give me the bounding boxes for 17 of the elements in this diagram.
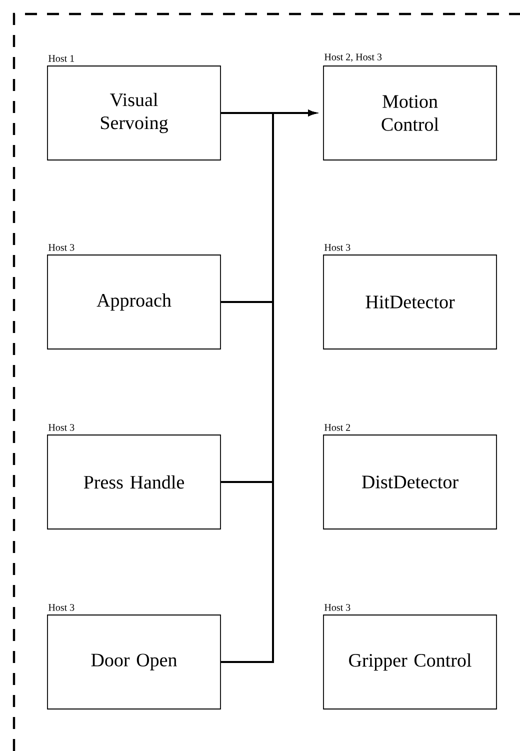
host-label: Host 3 [324, 604, 350, 611]
process-box: HitDetector [323, 254, 497, 350]
process-box: Press Handle [47, 434, 221, 530]
process-box: DistDetector [323, 434, 497, 530]
host-label: Host 3 [48, 244, 74, 251]
host-label: Host 1 [48, 55, 74, 62]
process-box: Approach [47, 254, 221, 350]
host-label: Host 3 [48, 604, 74, 611]
host-label: Host 3 [324, 244, 350, 251]
host-label: Host 2, Host 3 [324, 54, 382, 62]
host-label: Host 3 [48, 424, 74, 431]
process-box: Visual Servoing [47, 66, 221, 160]
process-box: Gripper Control [323, 614, 497, 710]
arrow [220, 110, 316, 663]
host-label: Host 2 [324, 424, 350, 431]
process-box: Door Open [47, 614, 221, 710]
process-box: Motion Control [323, 66, 497, 160]
